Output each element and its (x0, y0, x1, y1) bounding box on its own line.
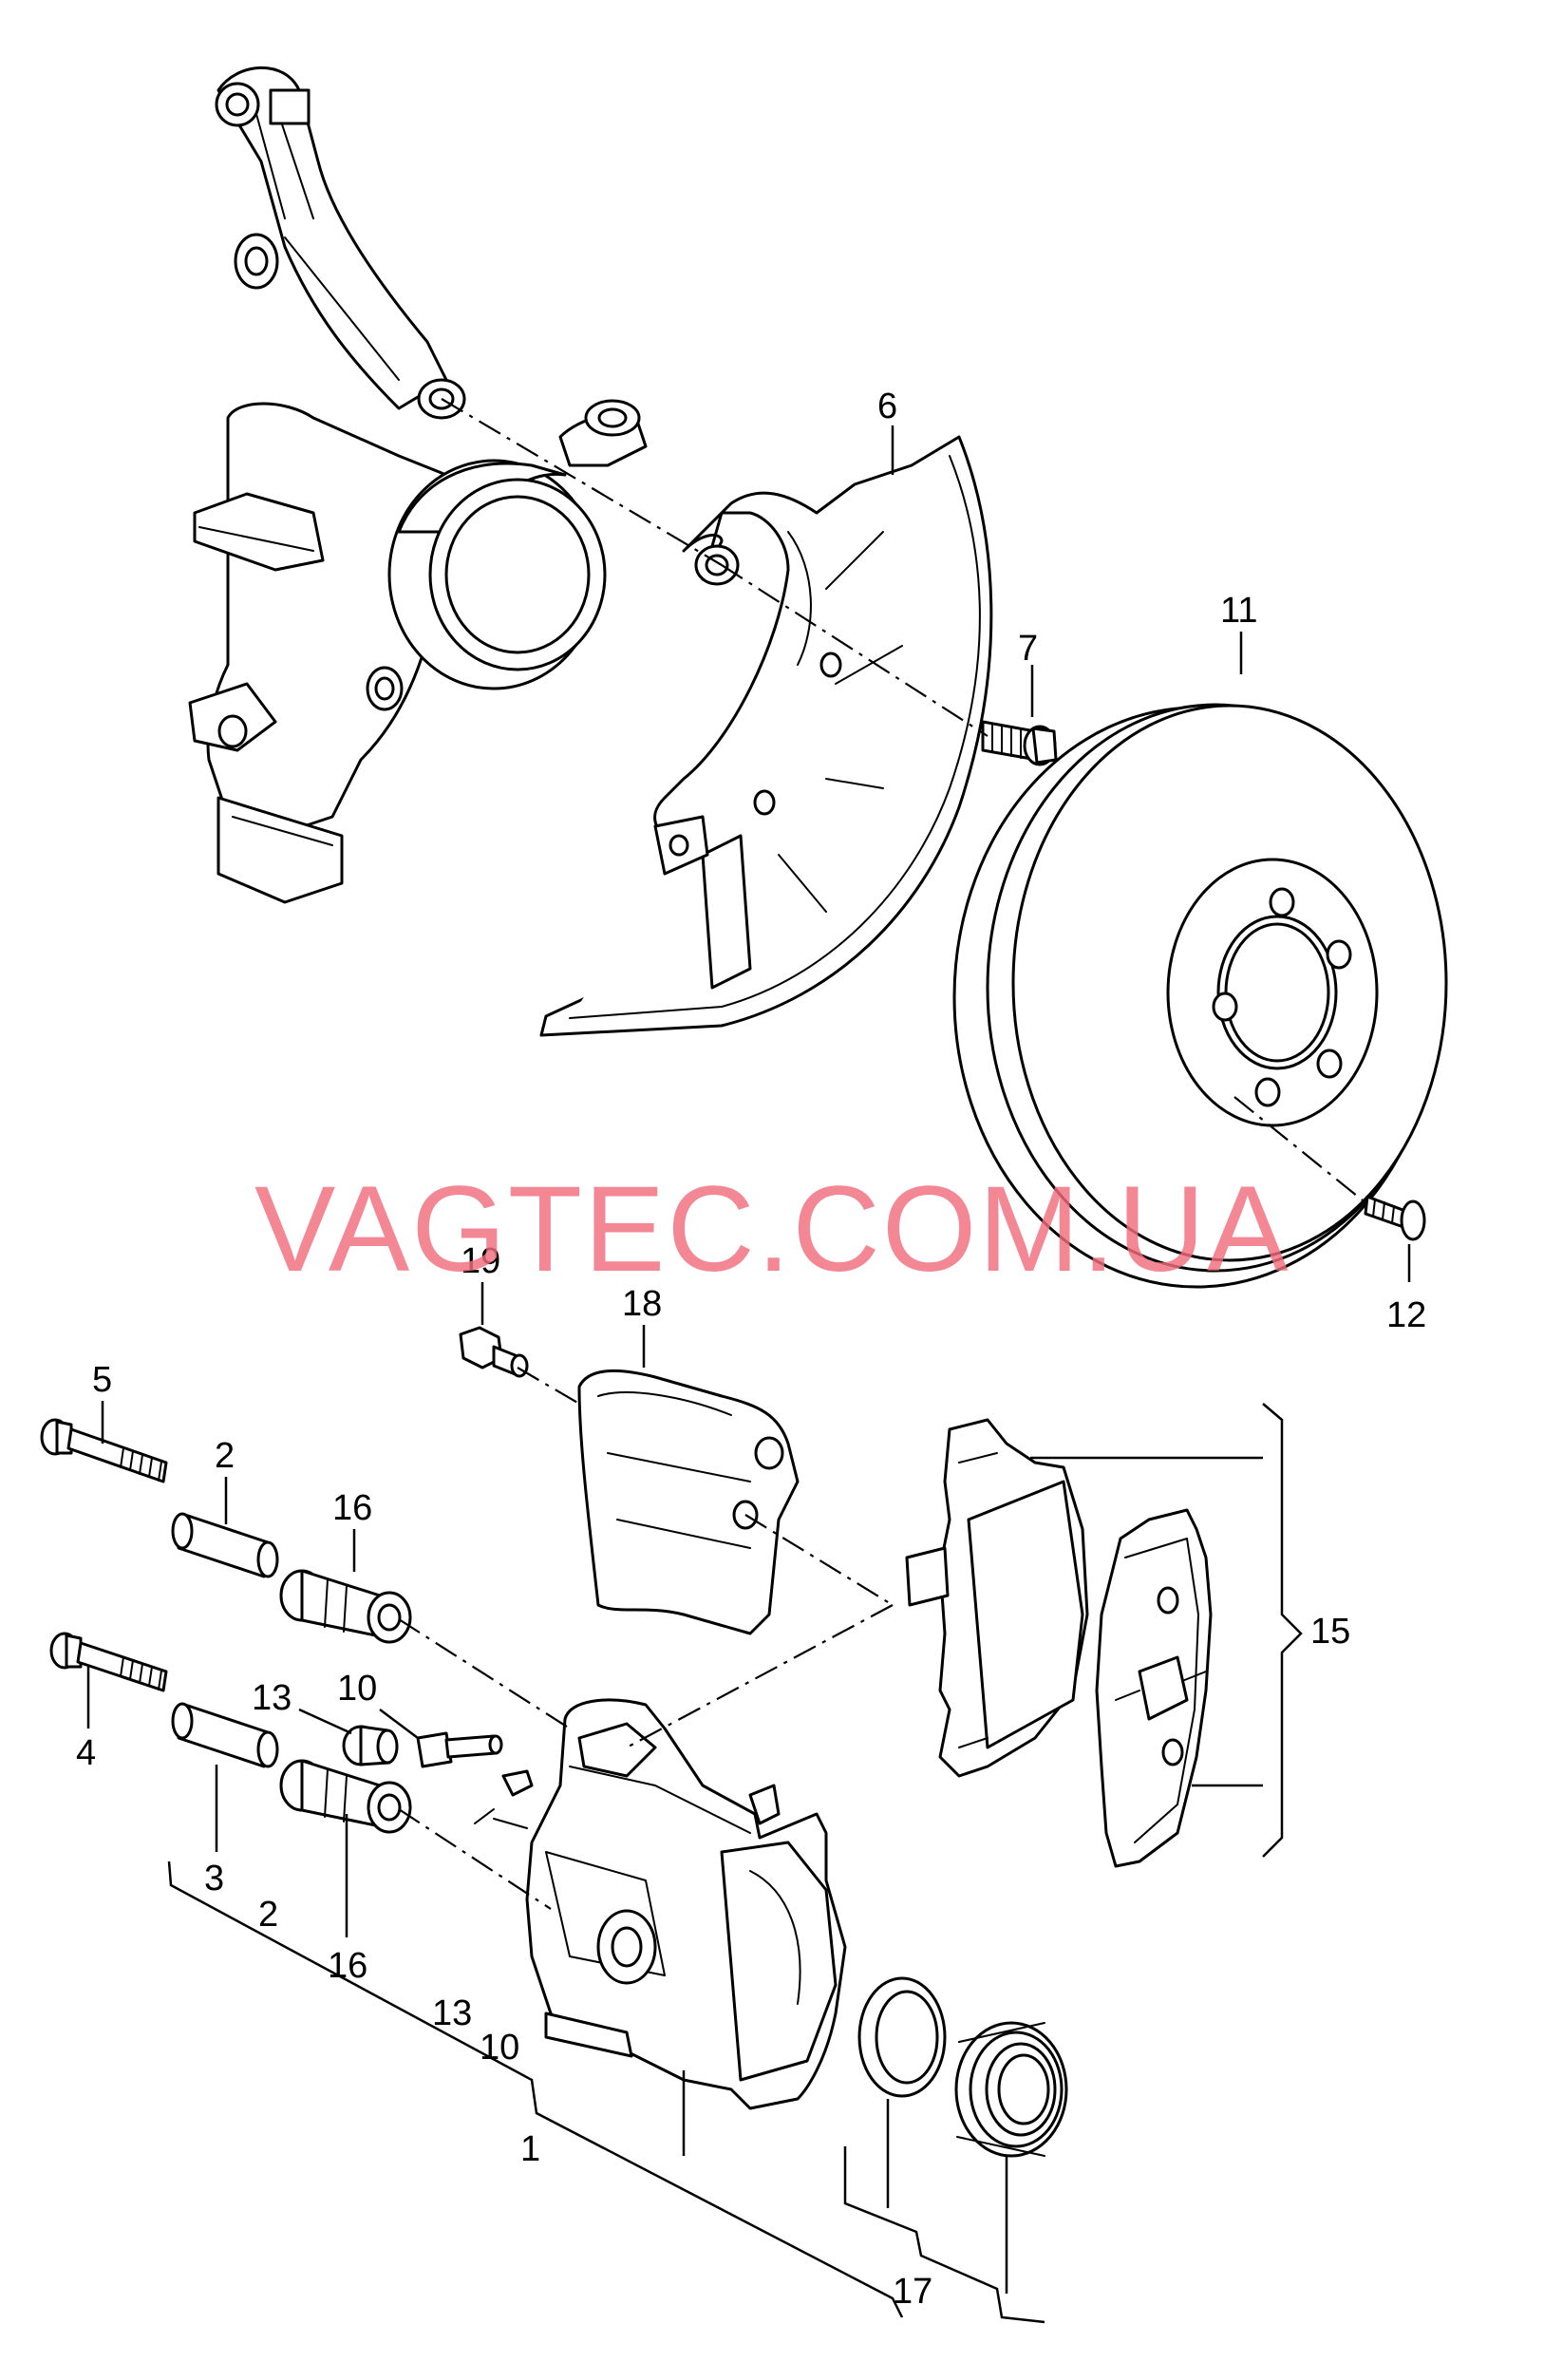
callout-13-upper: 13 (252, 1678, 292, 1718)
watermark-text: VAGTEC.COM.UA (254, 1162, 1290, 1297)
callout-16-upper: 16 (332, 1488, 372, 1528)
bolt-19 (459, 1326, 529, 1378)
callout-10-upper: 10 (337, 1669, 377, 1709)
brake-pad-inner (905, 1418, 1089, 1778)
callout-1: 1 (520, 2129, 540, 2169)
brake-disc (952, 703, 1448, 1289)
leader-lines (86, 425, 1411, 2324)
piston-seal-17 (857, 1976, 947, 2098)
callout-13-lower: 13 (432, 1993, 472, 2033)
steering-knuckle (188, 66, 648, 904)
callouts: 6 7 11 12 19 18 5 2 16 15 13 10 4 3 2 16… (76, 387, 1426, 2312)
bleed-cap-13 (342, 1725, 399, 1766)
screw-12 (1364, 1195, 1426, 1241)
guide-bolt-4 (49, 1632, 168, 1692)
brake-splash-shield (539, 435, 993, 1037)
callout-5: 5 (92, 1360, 112, 1400)
guide-sleeve-2 (171, 1512, 279, 1578)
guide-bolt-5 (40, 1418, 168, 1483)
assembly-guide-lines (398, 398, 1368, 1910)
guide-sleeve-3 (171, 1702, 279, 1768)
callout-6: 6 (877, 387, 897, 426)
callout-17: 17 (893, 2272, 932, 2312)
callout-3: 3 (204, 1859, 224, 1898)
callout-10-lower: 10 (480, 2028, 519, 2068)
callout-2-upper: 2 (215, 1436, 235, 1476)
caliper-carrier-18 (577, 1369, 800, 1635)
bushing-16-lower (279, 1759, 412, 1834)
callout-11: 11 (1220, 591, 1257, 631)
callout-15: 15 (1310, 1612, 1350, 1652)
callout-2-lower: 2 (258, 1895, 278, 1935)
callout-7: 7 (1018, 629, 1038, 669)
callout-16-lower: 16 (328, 1946, 367, 1986)
callout-19: 19 (461, 1241, 500, 1281)
dust-boot-17 (954, 2021, 1068, 2158)
brake-caliper-housing (474, 1698, 847, 2110)
bolt-7 (981, 720, 1058, 766)
brake-pad-outer (1095, 1508, 1213, 1868)
callout-12: 12 (1386, 1295, 1426, 1335)
callout-18: 18 (622, 1284, 662, 1324)
bleed-screw-10 (416, 1731, 503, 1768)
bushing-16-upper (279, 1569, 412, 1644)
callout-4: 4 (76, 1733, 96, 1773)
